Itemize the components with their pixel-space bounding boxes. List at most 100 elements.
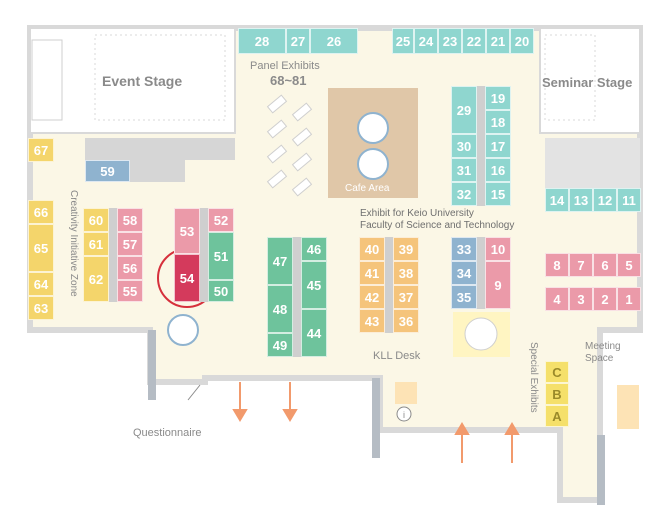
booth-17[interactable]: 17 [485, 134, 511, 158]
booth-59[interactable]: 59 [85, 160, 130, 182]
booth-9[interactable]: 9 [485, 261, 511, 309]
booth-44[interactable]: 44 [301, 309, 327, 357]
booth-35[interactable]: 35 [451, 285, 477, 309]
booth-11[interactable]: 11 [617, 188, 641, 212]
booth-b[interactable]: B [545, 383, 569, 405]
booth-45[interactable]: 45 [301, 261, 327, 309]
booth-16[interactable]: 16 [485, 158, 511, 182]
booth-20[interactable]: 20 [510, 28, 534, 54]
booth-7[interactable]: 7 [569, 253, 593, 277]
booth-36[interactable]: 36 [393, 309, 419, 333]
panel-range-label: 68~81 [270, 73, 307, 88]
booth-23[interactable]: 23 [438, 28, 462, 54]
booth-48[interactable]: 48 [267, 285, 293, 333]
questionnaire-pointer [187, 384, 201, 401]
kll-desk-label: KLL Desk [373, 350, 421, 362]
booth-60[interactable]: 60 [83, 208, 109, 232]
questionnaire-icon [167, 314, 199, 346]
booth-31[interactable]: 31 [451, 158, 477, 182]
booth-26[interactable]: 26 [310, 28, 358, 54]
pillar [148, 330, 156, 400]
booth-49[interactable]: 49 [267, 333, 293, 357]
booth-18[interactable]: 18 [485, 110, 511, 134]
booth-64[interactable]: 64 [28, 272, 54, 296]
screen-icon [357, 148, 389, 180]
booth-22[interactable]: 22 [462, 28, 486, 54]
booth-21[interactable]: 21 [486, 28, 510, 54]
booth-37[interactable]: 37 [393, 285, 419, 309]
booth-53[interactable]: 53 [174, 208, 200, 254]
special-exhibits-label: Special Exhibits [528, 342, 539, 413]
booth-30[interactable]: 30 [451, 134, 477, 158]
booth-10[interactable]: 10 [485, 237, 511, 261]
booth-4[interactable]: 4 [545, 287, 569, 311]
booth-33[interactable]: 33 [451, 237, 477, 261]
panel-exhibits-label: Panel Exhibits [250, 60, 320, 72]
booth-24[interactable]: 24 [414, 28, 438, 54]
booth-38[interactable]: 38 [393, 261, 419, 285]
booth-c[interactable]: C [545, 361, 569, 383]
booth-15[interactable]: 15 [485, 182, 511, 206]
kll-desk [395, 382, 417, 404]
booth-a[interactable]: A [545, 405, 569, 427]
booth-5[interactable]: 5 [617, 253, 641, 277]
booth-39[interactable]: 39 [393, 237, 419, 261]
booth-41[interactable]: 41 [359, 261, 385, 285]
booth-12[interactable]: 12 [593, 188, 617, 212]
keio-exhibit-line2: Faculty of Science and Technology [360, 220, 515, 231]
booth-65[interactable]: 65 [28, 224, 54, 272]
booth-2[interactable]: 2 [593, 287, 617, 311]
booth-46[interactable]: 46 [301, 237, 327, 261]
aisle-divider [109, 208, 117, 302]
booth-52[interactable]: 52 [208, 208, 234, 232]
booth-54[interactable]: 54 [174, 254, 200, 302]
pillar [372, 378, 380, 458]
info-icon [396, 406, 412, 422]
booth-61[interactable]: 61 [83, 232, 109, 256]
event-stage [29, 27, 236, 134]
booth-29[interactable]: 29 [451, 86, 477, 134]
booth-34[interactable]: 34 [451, 261, 477, 285]
wall-block [545, 138, 640, 188]
booth-56[interactable]: 56 [117, 256, 143, 280]
booth-1[interactable]: 1 [617, 287, 641, 311]
booth-6[interactable]: 6 [593, 253, 617, 277]
booth-28[interactable]: 28 [238, 28, 286, 54]
cafe-area-label: Cafe Area [345, 183, 390, 194]
booth-40[interactable]: 40 [359, 237, 385, 261]
aisle-divider [293, 237, 301, 357]
booth-63[interactable]: 63 [28, 296, 54, 320]
booth-19[interactable]: 19 [485, 86, 511, 110]
meeting-space-block [617, 407, 639, 429]
booth-27[interactable]: 27 [286, 28, 310, 54]
meeting-space-block [617, 385, 639, 407]
booth-13[interactable]: 13 [569, 188, 593, 212]
booth-8[interactable]: 8 [545, 253, 569, 277]
booth-50[interactable]: 50 [208, 280, 234, 302]
booth-66[interactable]: 66 [28, 200, 54, 224]
panel-exhibit-stands [266, 94, 313, 197]
aisle-divider [477, 237, 485, 309]
booth-14[interactable]: 14 [545, 188, 569, 212]
seminar-stage [539, 27, 641, 134]
wall-block [130, 160, 185, 182]
creativity-zone-label: Creativity Initiative Zone [68, 190, 79, 297]
booth-25[interactable]: 25 [392, 28, 414, 54]
booth-42[interactable]: 42 [359, 285, 385, 309]
booth-32[interactable]: 32 [451, 182, 477, 206]
booth-43[interactable]: 43 [359, 309, 385, 333]
meeting-space-label: Meeting Space [585, 341, 621, 364]
seminar-stage-label: Seminar Stage [542, 75, 633, 90]
booth-67[interactable]: 67 [28, 138, 54, 162]
booth-62[interactable]: 62 [83, 256, 109, 302]
booth-55[interactable]: 55 [117, 280, 143, 302]
booth-57[interactable]: 57 [117, 232, 143, 256]
booth-3[interactable]: 3 [569, 287, 593, 311]
booth-51[interactable]: 51 [208, 232, 234, 280]
booth-58[interactable]: 58 [117, 208, 143, 232]
cafe-area [328, 88, 418, 198]
entrance-arrows [232, 382, 520, 463]
booth-47[interactable]: 47 [267, 237, 293, 285]
info-icon-glyph: i [403, 410, 405, 420]
keio-exhibit-line1: Exhibit for Keio University [360, 208, 474, 219]
